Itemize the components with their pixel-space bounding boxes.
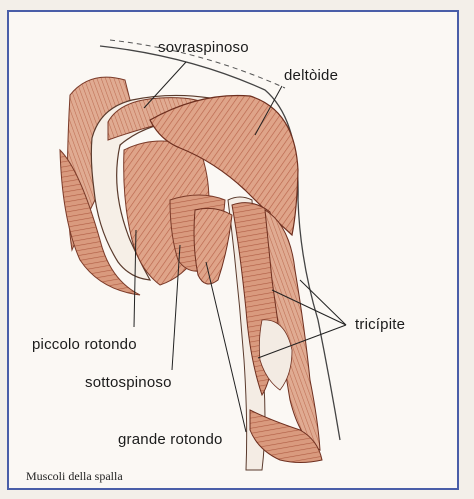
label-sottospinoso: sottospinoso	[85, 374, 172, 391]
label-deltoide: deltòide	[284, 67, 338, 84]
label-grande-rotondo: grande rotondo	[118, 431, 223, 448]
label-tricipite: tricípite	[355, 316, 405, 333]
figure-caption: Muscoli della spalla	[26, 469, 123, 484]
leader-tricipite-1	[300, 280, 346, 325]
label-piccolo-rotondo: piccolo rotondo	[32, 336, 137, 353]
label-sovraspinoso: sovraspinoso	[158, 39, 249, 56]
teres-major-muscle	[194, 208, 232, 284]
